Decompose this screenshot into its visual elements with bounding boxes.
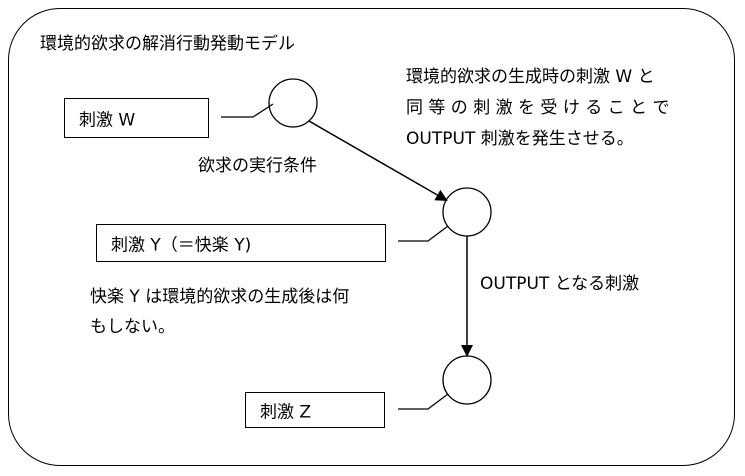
note-top-right: 環境的欲求の生成時の刺激 W と 同 等 の 刺 激 を 受 け る こ と で… xyxy=(406,62,722,155)
note-line: 同 等 の 刺 激 を 受 け る こ と で xyxy=(406,98,670,118)
stimulus-w-label: 刺激 W xyxy=(79,110,136,131)
note-line: 快楽 Y は環境的欲求の生成後は何 xyxy=(90,287,350,307)
diagram-title: 環境的欲求の解消行動発動モデル xyxy=(40,34,295,54)
note-line: OUTPUT 刺激を発生させる。 xyxy=(406,129,634,149)
stimulus-y-label: 刺激 Y（＝快楽 Y) xyxy=(111,235,252,256)
exec-condition-label: 欲求の実行条件 xyxy=(198,156,317,176)
callout-line-w xyxy=(221,103,274,118)
callout-line-z xyxy=(398,393,449,410)
stimulus-y-box: 刺激 Y（＝快楽 Y) xyxy=(96,224,386,262)
stimulus-z-label: 刺激 Z xyxy=(260,402,312,423)
arrow-w-to-y xyxy=(308,120,448,201)
note-line: 環境的欲求の生成時の刺激 W と xyxy=(406,67,655,87)
diagram-frame xyxy=(8,8,735,466)
callout-line-y xyxy=(398,225,449,242)
node-circle-y xyxy=(442,187,492,237)
stimulus-w-box: 刺激 W xyxy=(64,98,209,138)
node-circle-w xyxy=(268,78,318,128)
output-stimulus-label: OUTPUT となる刺激 xyxy=(480,274,640,294)
stimulus-z-box: 刺激 Z xyxy=(245,392,385,428)
node-circle-z xyxy=(442,355,492,405)
note-left-middle: 快楽 Y は環境的欲求の生成後は何 もしない。 xyxy=(90,282,406,342)
note-line: もしない。 xyxy=(90,317,175,337)
